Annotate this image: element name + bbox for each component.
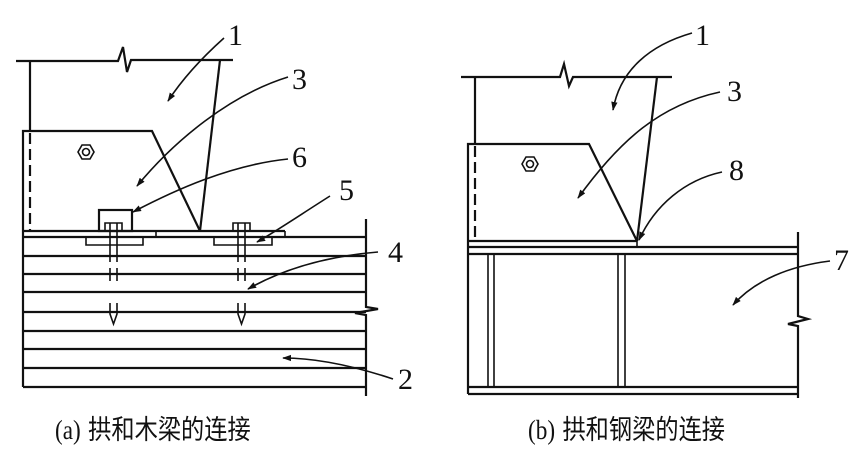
leader-7-b (732, 260, 831, 306)
panel-b: 1 3 8 7 (461, 19, 849, 398)
callout-6-a: 6 (292, 141, 307, 174)
bolt-left-a (104, 222, 123, 327)
callout-2-a: 2 (398, 363, 413, 396)
arch-right-edge-a (198, 59, 222, 232)
bolt-right-a (232, 222, 251, 327)
callout-8-b: 8 (729, 154, 744, 187)
leader-5-a (256, 195, 331, 243)
leader-3-a (136, 76, 289, 187)
leader-6-a (132, 158, 289, 213)
washer-right-a (213, 237, 273, 246)
leader-1-a (167, 37, 225, 102)
timber-beam-a (21, 219, 379, 396)
callout-3-b: 3 (727, 75, 742, 108)
caption-a-label: (a) (55, 415, 81, 445)
steel-beam-b (466, 232, 813, 398)
arch-top-break-line-b (461, 59, 672, 90)
leader-3-b (577, 91, 721, 199)
arch-top-break-line-a (16, 46, 233, 73)
steel-shoe-b (466, 142, 638, 242)
side-bolt-hex-icon-b (521, 156, 539, 172)
caption-a: (a) 拱和木梁的连接 (55, 408, 251, 447)
callout-1-b: 1 (695, 19, 710, 52)
caption-b-label: (b) (528, 415, 556, 445)
caption-b-text: 拱和钢梁的连接 (562, 415, 726, 446)
panel-a: 1 3 6 5 4 2 (16, 19, 413, 396)
callout-4-a: 4 (388, 236, 403, 269)
callout-7-b: 7 (834, 244, 849, 277)
caption-a-text: 拱和木梁的连接 (88, 415, 251, 446)
arch-right-edge-b (635, 76, 659, 242)
nut-block-a (97, 208, 134, 233)
leader-1-b (611, 32, 693, 111)
leader-8-b (638, 171, 723, 241)
callout-1-a: 1 (228, 19, 243, 52)
leader-2-a (282, 354, 394, 380)
steel-shoe-a (21, 129, 201, 232)
leader-4-a (247, 251, 379, 290)
caption-b: (b) 拱和钢梁的连接 (528, 408, 725, 447)
side-bolt-hex-icon-a (77, 144, 95, 160)
washer-left-a (85, 237, 144, 246)
callout-3-a: 3 (292, 63, 307, 96)
callout-5-a: 5 (339, 174, 354, 207)
